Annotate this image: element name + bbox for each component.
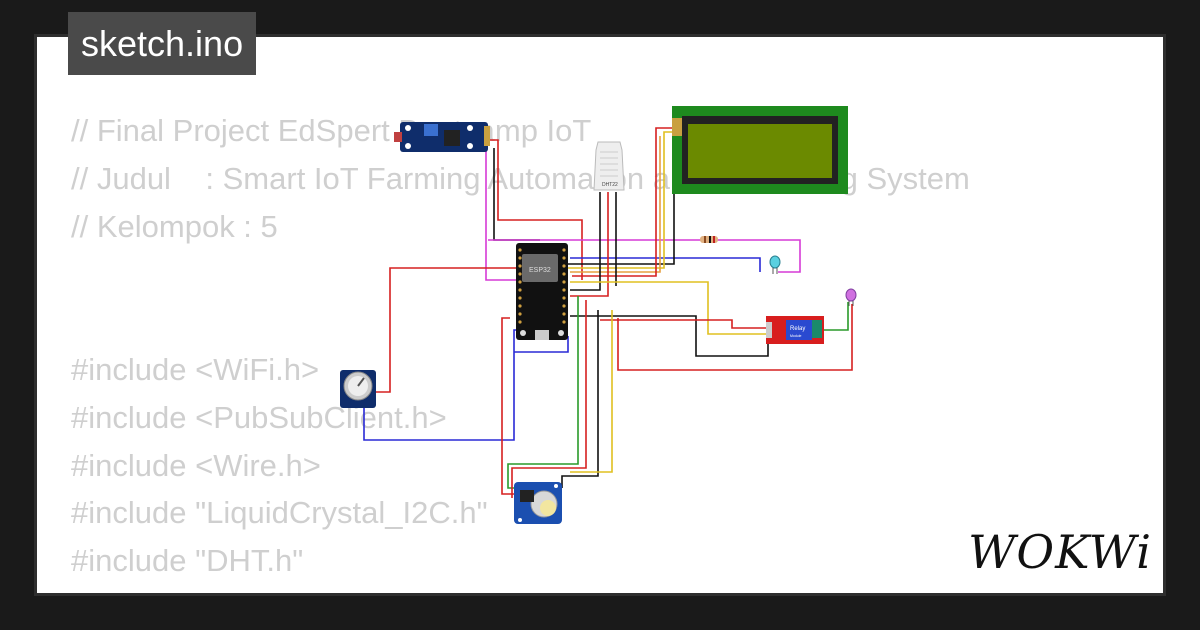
esp32-board[interactable]: ESP32 <box>516 243 568 340</box>
led-cyan[interactable] <box>769 255 781 274</box>
wire-rtc-green <box>507 296 579 489</box>
potentiometer[interactable] <box>340 370 376 408</box>
wire-dht-black <box>570 192 601 291</box>
wire-relay-yellow <box>570 281 768 335</box>
code-line-11: #include <ESP32Servo.h> <box>71 585 970 593</box>
code-line-3: // Kelompok : 5 <box>71 208 278 244</box>
dht22-sensor[interactable]: DHT22 <box>593 141 625 191</box>
wire-relay-black <box>570 315 769 357</box>
editor-canvas: // Final Project EdSpert Bootcamp IoT// … <box>34 34 1166 596</box>
code-line-6: #include <WiFi.h> <box>71 351 320 387</box>
rtc-module[interactable] <box>514 482 562 524</box>
wires <box>363 123 853 498</box>
relay-sub-label: Module <box>790 334 802 338</box>
wire-ldr-black <box>493 148 540 241</box>
ldr-sensor-module[interactable] <box>394 122 490 152</box>
wire-led-magenta <box>488 239 801 273</box>
wire-rtc-red <box>501 317 514 495</box>
relay-module[interactable]: Relay Module <box>766 316 824 344</box>
code-line-9: #include "LiquidCrystal_I2C.h" <box>71 495 488 531</box>
dht22-label: DHT22 <box>602 182 618 188</box>
wire-ldr-magenta <box>485 144 518 281</box>
wire-pot-red <box>376 267 518 393</box>
wire-dht-red <box>570 192 609 297</box>
code-line-10: #include "DHT.h" <box>71 543 304 579</box>
wire-led-blue <box>570 257 761 272</box>
lcd-display[interactable] <box>672 106 848 194</box>
wokwi-logo: WOKWi <box>968 525 1152 579</box>
file-tab[interactable]: sketch.ino <box>68 12 257 75</box>
wire-esp-blue <box>514 336 569 353</box>
relay-label: Relay <box>790 326 805 332</box>
wire-lcd-yellow <box>566 131 680 269</box>
wire-bulb-red <box>617 304 853 371</box>
wire-lcd-red <box>572 127 680 277</box>
wire-rtc-red2 <box>511 300 587 498</box>
wire-rtc-yellow <box>570 310 613 473</box>
wire-rtc-black <box>561 310 599 488</box>
code-line-8: #include <Wire.h> <box>71 447 321 483</box>
esp32-label: ESP32 <box>529 267 551 274</box>
resistor[interactable] <box>700 236 718 243</box>
wire-relay-red <box>600 319 768 329</box>
wire-relay-green <box>822 302 849 331</box>
code-line-7: #include <PubSubClient.h> <box>71 399 447 435</box>
led-violet[interactable] <box>845 288 857 306</box>
